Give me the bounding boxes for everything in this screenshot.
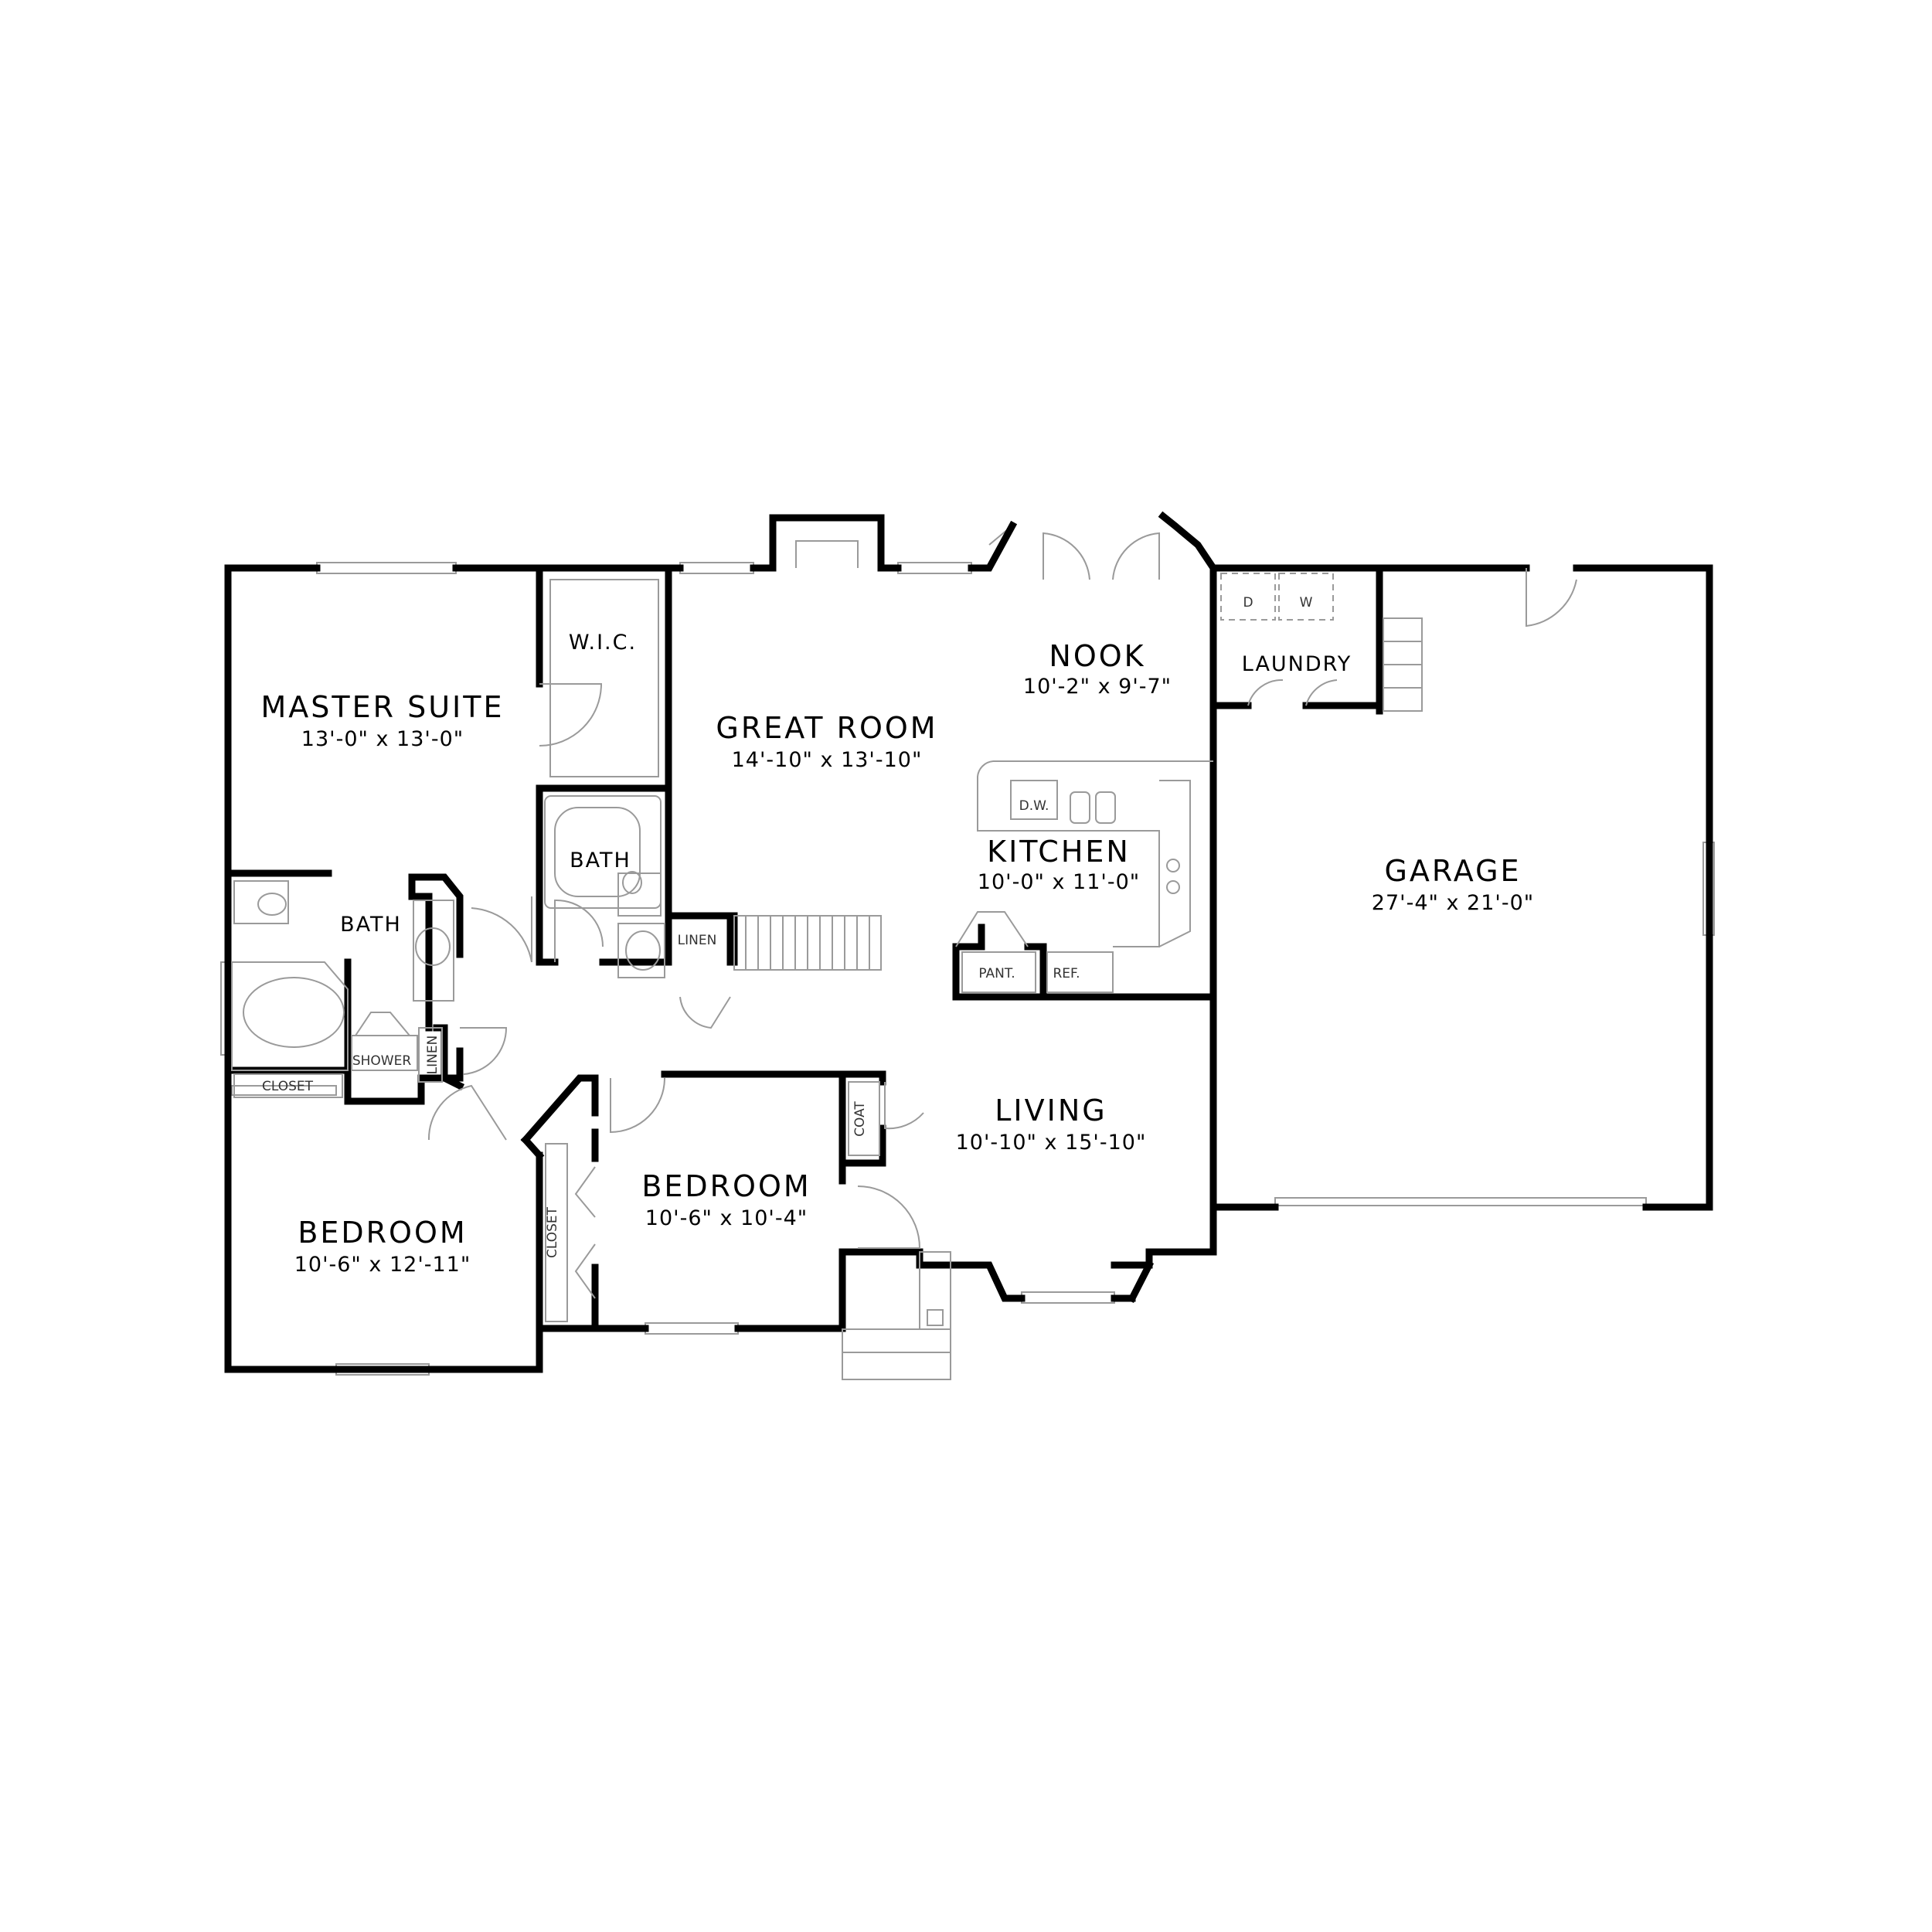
linen-master-label: LINEN [425,1036,440,1075]
doors [427,532,1577,1249]
pantry-label: PANT. [978,966,1015,981]
shower-label: SHOWER [352,1053,412,1069]
bedroom-center-dim: 10'-6" x 10'-4" [645,1206,808,1230]
bath-center-label: BATH [570,849,631,872]
great-room-dim: 14'-10" x 13'-10" [732,748,923,772]
refrigerator-label: REF. [1053,966,1080,981]
closet-bedroom-label: CLOSET [545,1206,560,1258]
living-label: LIVING [995,1094,1107,1128]
laundry-label: LAUNDRY [1242,652,1352,676]
room-labels: MASTER SUITE 13'-0" x 13'-0" W.I.C. GREA… [261,631,1534,1277]
bedroom-center-label: BEDROOM [641,1169,811,1203]
nook-dim: 10'-2" x 9'-7" [1023,675,1172,699]
coat-label: COAT [852,1101,868,1137]
washer-label: W [1300,595,1313,611]
dishwasher-label: D.W. [1019,798,1049,814]
fixtures [231,540,1423,1380]
garage-label: GARAGE [1384,854,1521,888]
master-suite-dim: 13'-0" x 13'-0" [301,727,464,751]
fixture-labels: LINEN LINEN SHOWER CLOSET CLOSET COAT PA… [262,595,1313,1258]
exterior-walls [224,511,1713,1373]
interior-walls [224,564,1383,1333]
bedroom-left-label: BEDROOM [298,1216,467,1250]
closet-master-label: CLOSET [262,1079,314,1094]
kitchen-dim: 10'-0" x 11'-0" [978,870,1140,894]
master-suite-label: MASTER SUITE [261,690,505,724]
great-room-label: GREAT ROOM [716,711,937,745]
linen-hall-label: LINEN [678,933,717,948]
kitchen-label: KITCHEN [987,835,1131,869]
dryer-label: D [1243,595,1253,611]
bedroom-left-dim: 10'-6" x 12'-11" [294,1253,471,1277]
living-dim: 10'-10" x 15'-10" [956,1131,1147,1155]
nook-label: NOOK [1049,639,1145,673]
garage-dim: 27'-4" x 21'-0" [1372,891,1534,915]
bath-master-label: BATH [340,913,402,937]
wic-label: W.I.C. [569,631,637,655]
